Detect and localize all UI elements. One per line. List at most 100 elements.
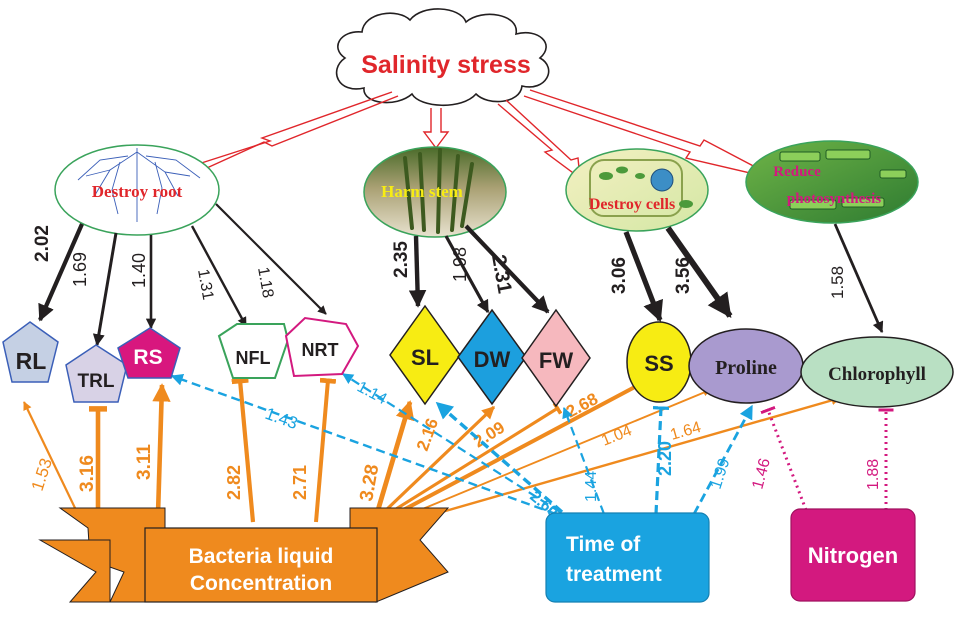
coef-stem-dw: 1.98 (450, 247, 470, 282)
coef-bac-trl: 3.16 (77, 455, 98, 492)
factor-time-label-1: Time of (566, 533, 641, 556)
coef-time-rs: 1.14 (354, 379, 390, 409)
factor-nitrogen: Nitrogen (790, 508, 916, 602)
arrow-stem-fw (464, 224, 550, 314)
trait-proline-label: Proline (715, 357, 777, 379)
effect-reduce-photosynthesis: Reduce photosynthesis (745, 140, 919, 224)
coef-cells-ss: 3.06 (609, 257, 630, 294)
arrow-root-trl (92, 232, 118, 347)
coef-bac-proline: 1.04 (599, 422, 634, 449)
coef-time-ss2: 2.20 (655, 441, 675, 476)
trait-dw: DW (457, 308, 527, 406)
coef-root-nrt: 1.18 (254, 266, 276, 300)
factor-nitrogen-label: Nitrogen (808, 543, 898, 568)
arrow-root-nfl (190, 225, 248, 327)
arrow-photo-chl (833, 223, 884, 334)
coef-stem-fw: 2.31 (487, 253, 515, 295)
trait-trl-label: TRL (78, 371, 115, 392)
arrow-cells-proline (665, 226, 733, 318)
trait-nfl-label: NFL (236, 348, 271, 368)
stress-arrow-stem (422, 108, 450, 150)
stress-arrow-root (191, 91, 393, 167)
trait-ss-label: SS (644, 351, 673, 376)
effect-cells-label: Destroy cells (589, 196, 675, 213)
arrow-bac-fw (387, 402, 563, 516)
trait-fw: FW (521, 308, 591, 408)
nitrogen-coefficients: 1.46 1.88 (749, 456, 882, 491)
trait-rs: RS (117, 327, 181, 379)
effect-destroy-cells: Destroy cells (565, 148, 709, 232)
coef-bac-sl: 3.28 (356, 463, 383, 503)
arrow-time-fw (562, 406, 606, 515)
coef-time-rl: 1.43 (263, 404, 301, 433)
coef-bac-rs: 3.11 (134, 444, 155, 480)
trait-ss: SS (626, 321, 692, 403)
nitrogen-arrows (760, 405, 894, 511)
effect-arrows (38, 203, 884, 347)
chloroplast-icon (779, 149, 907, 210)
arrow-bac-nfl (231, 377, 256, 523)
coef-root-nfl: 1.31 (194, 268, 216, 302)
trait-rs-label: RS (133, 346, 162, 369)
trait-rl-label: RL (16, 348, 47, 374)
cloud-title: Salinity stress (361, 51, 531, 79)
trait-proline: Proline (688, 328, 804, 404)
coef-bac-nrt: 2.71 (290, 465, 310, 500)
arrow-time-rs (342, 373, 561, 513)
coef-n-chl: 1.88 (865, 459, 882, 490)
stress-arrow-cells (497, 99, 581, 180)
trait-dw-label: DW (474, 347, 511, 372)
trait-rl: RL (2, 321, 59, 383)
coef-stem-sl: 2.35 (391, 241, 412, 278)
effect-coefficients: 2.02 1.69 1.40 1.31 1.18 2.35 1.98 2.31 … (32, 225, 847, 301)
time-arrows (170, 373, 754, 516)
factor-time: Time of treatment (545, 512, 710, 603)
arrow-n-proline (760, 405, 808, 511)
arrow-root-nrt (215, 203, 327, 315)
arrow-bac-chl (399, 395, 841, 526)
arrow-bac-nrt (314, 377, 337, 523)
arrow-bac-rl (23, 401, 76, 509)
coef-photo-chl: 1.58 (828, 266, 847, 299)
arrow-bac-dw (382, 405, 496, 514)
trait-nrt: NRT (284, 316, 360, 378)
arrow-bac-rs (152, 383, 171, 515)
coef-time-ss1: 1.44 (583, 471, 600, 502)
coef-root-rl: 2.02 (32, 225, 53, 262)
coef-n-proline: 1.46 (749, 456, 774, 491)
arrow-stem-sl (408, 235, 427, 308)
trait-nfl: NFL (217, 323, 290, 379)
effect-root-label: Destroy root (92, 182, 183, 201)
arrow-bac-ss (391, 378, 650, 518)
coef-cells-proline: 3.56 (673, 257, 694, 294)
trait-chlorophyll: Chlorophyll (800, 336, 954, 408)
factor-bacteria: Bacteria liquid Concentration (38, 507, 450, 603)
coef-bac-chl: 1.64 (668, 419, 703, 444)
cell-icon (589, 159, 693, 217)
effect-destroy-root: Destroy root (54, 144, 220, 236)
effect-photo-label-1: Reduce (773, 164, 821, 180)
coef-time-proline: 1.99 (708, 456, 734, 491)
effect-stem-label: Harm stem (381, 182, 463, 201)
effect-harm-stem: Harm stem (363, 146, 507, 238)
trait-sl: SL (389, 304, 461, 406)
arrow-bac-proline (395, 389, 711, 521)
trait-sl-label: SL (411, 345, 439, 370)
trait-fw-label: FW (539, 348, 573, 373)
trait-chlorophyll-label: Chlorophyll (828, 364, 926, 385)
arrow-root-rl (38, 223, 84, 322)
arrow-time-ss (652, 406, 670, 515)
root-icon (77, 148, 201, 222)
trait-trl: TRL (65, 344, 128, 403)
arrow-cells-ss (623, 231, 663, 322)
arrow-stem-dw (444, 235, 490, 314)
arrow-time-proline (692, 404, 754, 515)
factor-bacteria-label-2: Concentration (190, 572, 332, 595)
trait-nrt-label: NRT (302, 340, 339, 360)
factor-time-label-2: treatment (566, 563, 662, 586)
coef-bac-rl: 1.53 (28, 456, 56, 493)
factor-bacteria-label-1: Bacteria liquid (189, 545, 334, 568)
stem-icon (403, 148, 474, 234)
coef-bac-nfl: 2.82 (224, 465, 244, 500)
effect-photo-label-2: photosynthesis (787, 191, 881, 207)
